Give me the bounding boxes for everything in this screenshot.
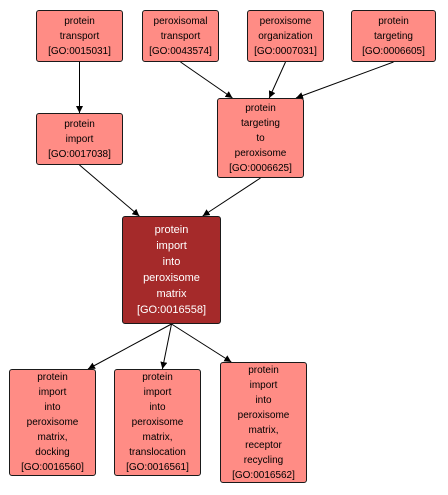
edge-arrow (180, 61, 233, 99)
node-line: docking (35, 447, 70, 458)
node-go-id: [GO:0017038] (48, 148, 111, 160)
node-go-id: [GO:0016560] (21, 462, 84, 473)
node-line: matrix, (248, 424, 279, 436)
node-line: peroxisome (131, 417, 184, 428)
edge-arrow (295, 61, 394, 99)
node-line: protein (64, 118, 95, 130)
node-go-id: [GO:0006625] (229, 162, 292, 174)
node-matrix-receptor-recycling[interactable]: protein import into peroxisome matrix, r… (220, 362, 307, 483)
node-line: protein (245, 102, 276, 114)
node-matrix-translocation[interactable]: protein import into peroxisome matrix, t… (114, 369, 201, 476)
node-go-id: [GO:0006605] (362, 45, 425, 57)
node-line: protein (37, 372, 68, 383)
node-line: protein (64, 15, 95, 27)
node-go-id: [GO:0043574] (149, 45, 212, 57)
node-go-id: [GO:0015031] (48, 45, 111, 57)
node-line: peroxisome (26, 417, 79, 428)
node-line: into (44, 402, 61, 413)
node-protein-import[interactable]: protein import [GO:0017038] (36, 113, 123, 165)
node-line: import (65, 133, 94, 145)
edge-arrow (87, 323, 172, 370)
node-line: matrix (156, 288, 187, 300)
node-protein-targeting[interactable]: protein targeting [GO:0006605] (351, 10, 436, 62)
node-protein-transport[interactable]: protein transport [GO:0015031] (36, 10, 123, 62)
node-line: protein (142, 372, 173, 383)
edge-arrow (79, 164, 140, 217)
node-line: targeting (374, 30, 413, 42)
node-line: to (256, 132, 265, 144)
node-peroxisomal-transport[interactable]: peroxisomal transport [GO:0043574] (142, 10, 219, 62)
node-line: into (149, 402, 166, 413)
node-line: organization (258, 30, 313, 42)
node-line: import (156, 240, 187, 252)
node-go-id: [GO:0016558] (136, 304, 207, 316)
node-line: into (255, 394, 272, 406)
node-line: peroxisomal (153, 15, 208, 27)
node-line: targeting (241, 117, 280, 129)
node-protein-import-into-peroxisome-matrix[interactable]: protein import into peroxisome matrix [G… (122, 216, 221, 324)
node-line: import (249, 379, 278, 391)
node-line: import (143, 387, 172, 398)
node-line: recycling (243, 454, 284, 466)
node-go-id: [GO:0016561] (126, 462, 189, 473)
node-line: peroxisome (237, 409, 290, 421)
edge-arrow (268, 61, 286, 99)
node-peroxisome-organization[interactable]: peroxisome organization [GO:0007031] (247, 10, 324, 62)
node-line: peroxisome (259, 15, 312, 27)
node-line: peroxisome (143, 272, 200, 284)
node-line: into (162, 256, 181, 268)
node-line: translocation (129, 447, 186, 458)
node-line: protein (154, 224, 189, 236)
edge-arrow (171, 323, 232, 363)
node-line: protein (248, 364, 279, 376)
node-line: peroxisome (234, 147, 287, 159)
node-line: import (38, 387, 67, 398)
node-protein-targeting-to-peroxisome[interactable]: protein targeting to peroxisome [GO:0006… (217, 98, 304, 178)
node-line: transport (59, 30, 100, 42)
edge-arrow (160, 323, 172, 370)
node-matrix-docking[interactable]: protein import into peroxisome matrix, d… (9, 369, 96, 476)
node-line: protein (378, 15, 409, 27)
node-go-id: [GO:0016562] (232, 469, 295, 481)
node-line: transport (160, 30, 201, 42)
node-line: matrix, (142, 432, 173, 443)
edge-arrow (202, 177, 261, 217)
node-line: receptor (245, 439, 282, 451)
node-line: matrix, (37, 432, 68, 443)
node-go-id: [GO:0007031] (254, 45, 317, 57)
